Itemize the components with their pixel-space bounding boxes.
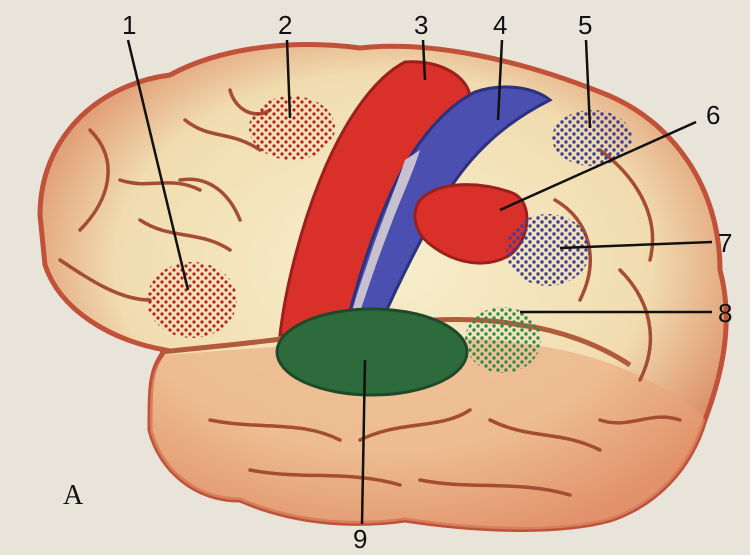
label-6: 6 — [706, 100, 720, 130]
label-5: 5 — [578, 10, 592, 40]
area-2-dotted-red — [249, 96, 335, 160]
area-1-dotted-red — [147, 262, 237, 338]
area-8-dotted-green — [465, 307, 541, 373]
label-2: 2 — [278, 10, 292, 40]
area-7-dotted-blue — [506, 214, 590, 286]
label-7: 7 — [718, 228, 732, 258]
label-1: 1 — [122, 10, 136, 40]
area-9-green-region — [277, 309, 467, 395]
label-4: 4 — [493, 10, 507, 40]
label-8: 8 — [718, 298, 732, 328]
area-5-dotted-blue — [552, 110, 632, 166]
label-9: 9 — [353, 524, 367, 554]
panel-letter: А — [63, 480, 84, 511]
label-3: 3 — [414, 10, 428, 40]
